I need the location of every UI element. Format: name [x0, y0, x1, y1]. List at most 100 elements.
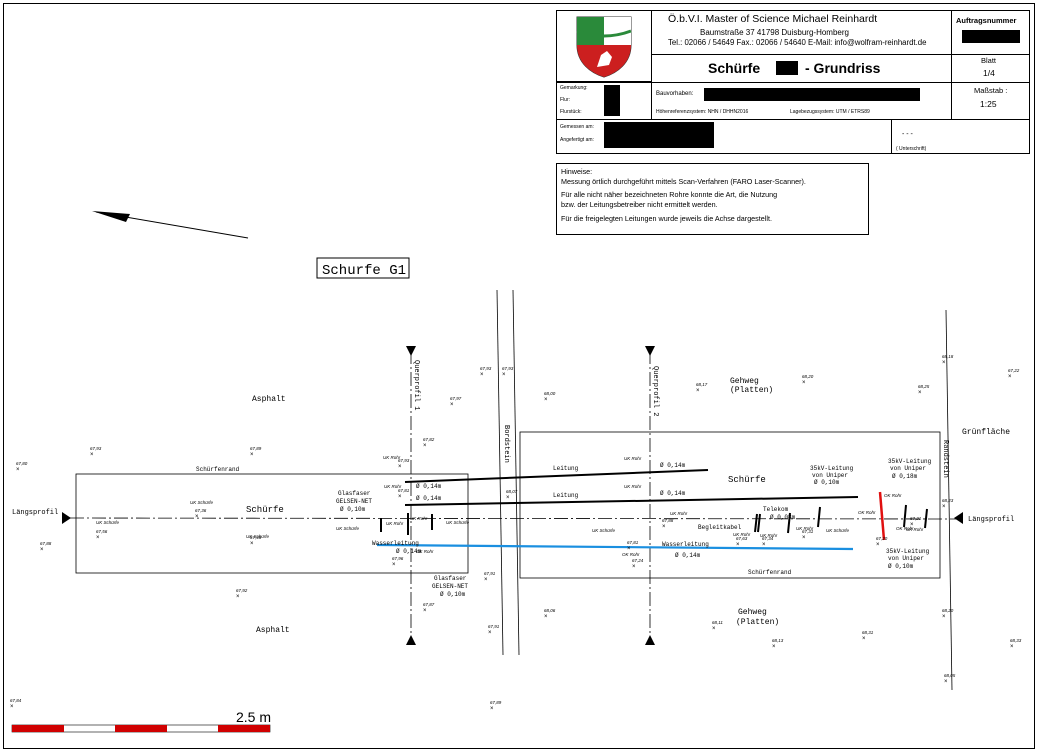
area-label-gruenflaeche: Grünfläche: [962, 428, 1010, 437]
label-diameter: Ø 0,14m: [416, 483, 442, 490]
label-diameter: Ø 0,08m: [770, 514, 796, 521]
survey-point-icon: ×: [480, 372, 484, 378]
area-label-gehweg: Gehweg: [738, 608, 767, 617]
spot-height: 67,24: [632, 558, 644, 563]
position-system: Lagebezugssystem: UTM / ETRS89: [790, 109, 870, 115]
signature-label: ( Unterschrift): [896, 146, 927, 152]
label-diameter: Ø 0,10m: [440, 591, 466, 598]
survey-point-icon: ×: [392, 562, 396, 568]
office-contact: Tel.: 02066 / 54649 Fax.: 02066 / 54640 …: [668, 38, 927, 47]
flur-label: Flur:: [560, 97, 570, 103]
survey-point-icon: ×: [195, 514, 199, 520]
survey-point-icon: ×: [484, 577, 488, 583]
spot-height: 67,93: [90, 446, 102, 451]
spot-height: 67,87: [423, 602, 435, 607]
scale-label: Maßstab :: [974, 86, 1008, 95]
survey-point-icon: ×: [1008, 374, 1012, 380]
label-uniper: von Uniper: [812, 472, 848, 479]
survey-point-icon: ×: [876, 542, 880, 548]
spot-height: 68,23: [942, 498, 954, 503]
profile-marker-icon: [954, 512, 963, 524]
spot-height: 67,48: [250, 535, 262, 540]
notes-line-2: Für alle nicht näher bezeichneten Rohre …: [561, 190, 778, 200]
label-leitung: Leitung: [553, 492, 579, 499]
label-uk-rohr: UK Rohr: [410, 516, 428, 521]
spot-height: 67,89: [250, 446, 262, 451]
sheet-label: Blatt: [981, 56, 997, 65]
spot-height: 68,07: [506, 489, 518, 494]
label-querprofil-2: Querprofil 2: [651, 366, 659, 416]
label-uk-schuerfe: UK Schürfe: [246, 534, 270, 539]
label-ok-rohr: OK Rohr: [416, 549, 434, 554]
notes-line-4: Für die freigelegten Leitungen wurde jew…: [561, 213, 772, 223]
label-diameter: Ø 0,14m: [416, 495, 442, 502]
label-telekom: Telekom: [763, 506, 789, 513]
laengsprofil-axis: [69, 517, 961, 520]
label-querprofil-1: Querprofil 1: [412, 360, 420, 410]
spot-height: 67,93: [480, 366, 492, 371]
survey-point-icon: ×: [910, 522, 914, 528]
spot-height: 67,36: [195, 508, 207, 513]
scale-value: 1:25: [980, 99, 997, 109]
survey-point-icon: ×: [40, 547, 44, 553]
label-diameter: Ø 0,14m: [675, 552, 701, 559]
label-uk-schuerfe: UK Schürfe: [190, 500, 214, 505]
spot-height: 67,93: [398, 458, 410, 463]
redacted-trench-id: [776, 61, 798, 75]
pipe-crossings: [380, 504, 928, 535]
survey-point-icon: ×: [862, 636, 866, 642]
notes-line-1: Messung örtlich durchgeführt mittels Sca…: [561, 176, 806, 186]
label-schuerfenrand: Schürfenrand: [748, 569, 792, 576]
profile-marker-icon: [62, 512, 71, 524]
leitung-line-upper: [404, 469, 709, 483]
spot-height: 67,91: [484, 571, 496, 576]
redacted-order-number: [962, 30, 1020, 43]
label-35kv: 35kV-Leitung: [886, 548, 930, 555]
survey-point-icon: ×: [627, 546, 631, 552]
survey-point-icon: ×: [250, 452, 254, 458]
label-diameter: Ø 0,10m: [340, 506, 366, 513]
label-uk-rohr: UK Rohr: [384, 484, 402, 489]
spot-height: 68,06: [544, 608, 556, 613]
label-uk-schuerfe: UK Schürfe: [96, 520, 120, 525]
survey-point-icon: ×: [506, 495, 510, 501]
area-label-asphalt: Asphalt: [256, 626, 290, 635]
survey-point-icon: ×: [942, 360, 946, 366]
survey-point-icon: ×: [802, 535, 806, 541]
survey-point-icon: ×: [90, 452, 94, 458]
label-gelsen-net: GELSEN-NET: [336, 498, 372, 505]
curb-line: [512, 289, 520, 656]
profile-marker-icon: [406, 635, 416, 645]
survey-point-icon: ×: [762, 542, 766, 548]
label-ok-rohr: OK Rohr: [896, 526, 914, 531]
survey-point-icon: ×: [450, 402, 454, 408]
survey-point-icon: ×: [736, 542, 740, 548]
label-glasfaser: Glasfaser: [434, 575, 467, 582]
leitung-line-lower: [404, 496, 859, 506]
label-uniper: von Uniper: [888, 555, 924, 562]
spot-height: 67,63: [736, 536, 748, 541]
label-schuerfe: Schürfe: [246, 505, 284, 515]
survey-point-icon: ×: [1010, 644, 1014, 650]
spot-height: 68,31: [862, 630, 874, 635]
survey-point-icon: ×: [16, 467, 20, 473]
label-uniper: von Uniper: [890, 465, 926, 472]
spot-height: 67,84: [10, 698, 22, 703]
survey-point-icon: ×: [236, 594, 240, 600]
spot-height: 67,56: [96, 529, 108, 534]
spot-height: 67,96: [392, 556, 404, 561]
label-35kv: 35kV-Leitung: [810, 465, 854, 472]
profile-marker-icon: [645, 346, 655, 356]
office-address: Baumstraße 37 41798 Duisburg-Homberg: [700, 28, 849, 37]
label-uk-rohr: UK Rohr: [733, 532, 751, 537]
label-gelsen-net: GELSEN-NET: [432, 583, 468, 590]
spot-height: 68,13: [772, 638, 784, 643]
survey-point-icon: ×: [662, 524, 666, 530]
redacted-cadastre: [604, 85, 620, 116]
label-uk-rohr: UK Rohr: [670, 511, 688, 516]
trench-outline-left: [75, 473, 469, 574]
area-label-platten: (Platten): [736, 618, 779, 627]
spot-height: 68,33: [1010, 638, 1022, 643]
scale-bar-label: 2.5 m: [236, 709, 271, 725]
